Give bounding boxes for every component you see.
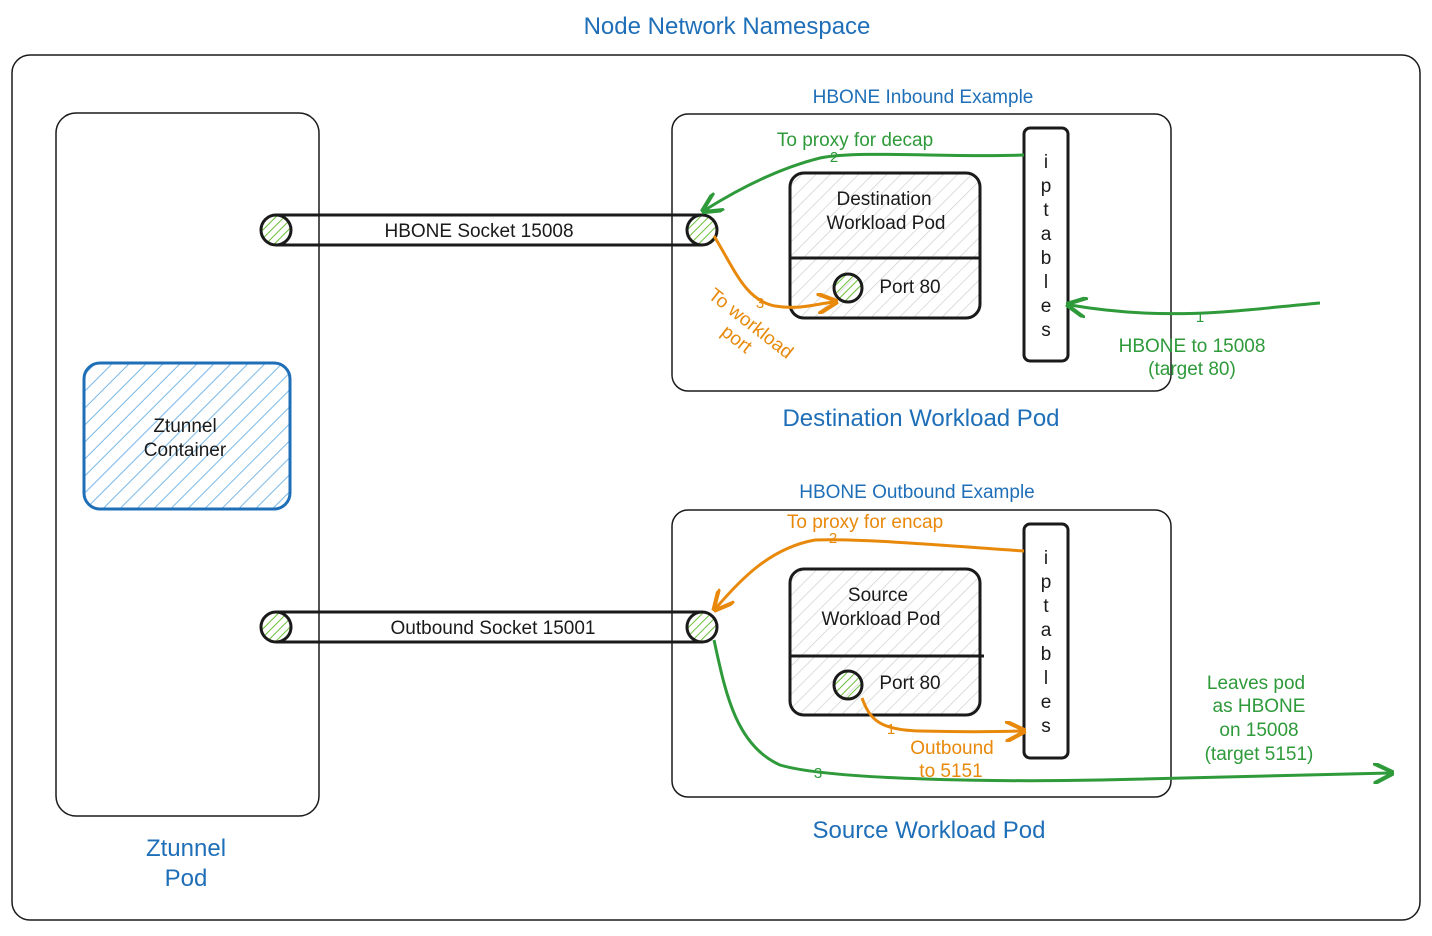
outbound-iptables-char: p bbox=[1041, 572, 1052, 593]
outbound-step3-label-1: Leaves pod bbox=[1207, 673, 1305, 694]
ztunnel-container-box bbox=[82, 361, 292, 511]
outbound-step3-number: 3 bbox=[814, 765, 822, 782]
outbound-iptables-char: i bbox=[1044, 548, 1048, 569]
source-port-circle bbox=[832, 669, 864, 701]
destination-pod-box bbox=[671, 113, 1172, 392]
outbound-iptables-char: l bbox=[1044, 668, 1048, 689]
namespace-boundary bbox=[11, 54, 1421, 921]
outbound-iptables-char: e bbox=[1041, 692, 1052, 713]
outbound-iptables-box bbox=[1022, 522, 1070, 760]
outbound-socket-right-end bbox=[685, 610, 719, 644]
inbound-step3-arrow bbox=[712, 235, 834, 307]
source-port-label: Port 80 bbox=[879, 673, 940, 694]
outbound-iptables-char: s bbox=[1041, 716, 1051, 737]
outbound-step2-arrow bbox=[716, 538, 1025, 608]
source-workload-label-2: Workload Pod bbox=[822, 609, 941, 630]
ztunnel-pod-label-1: Ztunnel bbox=[146, 835, 226, 862]
outbound-step2-label: To proxy for encap bbox=[787, 512, 943, 533]
outbound-iptables-char: a bbox=[1041, 620, 1052, 641]
hbone-socket-right-end bbox=[685, 213, 719, 247]
ztunnel-pod-label-2: Pod bbox=[165, 865, 208, 892]
outbound-socket-tube bbox=[259, 610, 719, 644]
outbound-step1-number: 1 bbox=[887, 721, 895, 738]
destination-port-label: Port 80 bbox=[879, 277, 940, 298]
hbone-socket-left-end bbox=[259, 213, 293, 247]
inbound-step1-label-2: (target 80) bbox=[1148, 359, 1236, 380]
outbound-step3-arrow bbox=[712, 639, 1390, 781]
ztunnel-container-label-2: Container bbox=[144, 440, 227, 461]
source-pod-label: Source Workload Pod bbox=[812, 817, 1045, 844]
inbound-step1-arrow bbox=[1070, 303, 1321, 314]
inbound-iptables-text: i p t a b l e s bbox=[1041, 152, 1052, 341]
inbound-example-title: HBONE Inbound Example bbox=[813, 87, 1034, 108]
inbound-iptables-char: b bbox=[1041, 248, 1052, 269]
outbound-iptables-text: i p t a b l e s bbox=[1041, 548, 1052, 737]
outbound-iptables-char: t bbox=[1043, 596, 1049, 617]
outbound-step1-label-1: Outbound bbox=[910, 738, 993, 759]
inbound-iptables-char: l bbox=[1044, 272, 1048, 293]
hbone-socket-label: HBONE Socket 15008 bbox=[384, 221, 573, 242]
outbound-step2-number: 2 bbox=[829, 530, 837, 547]
namespace-title: Node Network Namespace bbox=[584, 13, 871, 40]
destination-pod-label: Destination Workload Pod bbox=[782, 405, 1059, 432]
inbound-iptables-char: s bbox=[1041, 320, 1051, 341]
outbound-example-title: HBONE Outbound Example bbox=[799, 482, 1035, 503]
inbound-iptables-char: a bbox=[1041, 224, 1052, 245]
outbound-step1-arrow bbox=[860, 697, 1022, 732]
outbound-socket-left-end bbox=[259, 610, 293, 644]
inbound-iptables-char: t bbox=[1043, 200, 1049, 221]
source-pod-box bbox=[671, 509, 1172, 798]
outbound-iptables-char: b bbox=[1041, 644, 1052, 665]
inbound-step1-number: 1 bbox=[1196, 309, 1204, 326]
inbound-step2-arrow bbox=[705, 152, 1025, 210]
destination-workload-label-2: Workload Pod bbox=[827, 213, 946, 234]
destination-workload-label-1: Destination bbox=[836, 189, 931, 210]
inbound-step3-number: 3 bbox=[756, 295, 764, 312]
outbound-step3-label-2: as HBONE bbox=[1213, 696, 1306, 717]
inbound-step3-label-1: To workload bbox=[704, 284, 797, 363]
inbound-iptables-char: e bbox=[1041, 296, 1052, 317]
inbound-step2-label: To proxy for decap bbox=[777, 130, 933, 151]
inbound-step1-label-1: HBONE to 15008 bbox=[1119, 336, 1266, 357]
destination-port-circle bbox=[832, 272, 864, 304]
inbound-iptables-box bbox=[1022, 126, 1070, 363]
outbound-step3-label-4: (target 5151) bbox=[1205, 744, 1314, 765]
ztunnel-container-label-1: Ztunnel bbox=[153, 416, 216, 437]
outbound-step3-label-3: on 15008 bbox=[1219, 720, 1298, 741]
outbound-socket-label: Outbound Socket 15001 bbox=[391, 618, 596, 639]
hbone-socket-tube bbox=[259, 213, 719, 247]
inbound-step2-number: 2 bbox=[830, 149, 838, 166]
ztunnel-pod-box bbox=[55, 112, 320, 817]
source-workload-label-1: Source bbox=[848, 585, 908, 606]
outbound-step1-label-2: to 5151 bbox=[919, 761, 982, 782]
inbound-iptables-char: i bbox=[1044, 152, 1048, 173]
inbound-iptables-char: p bbox=[1041, 176, 1052, 197]
